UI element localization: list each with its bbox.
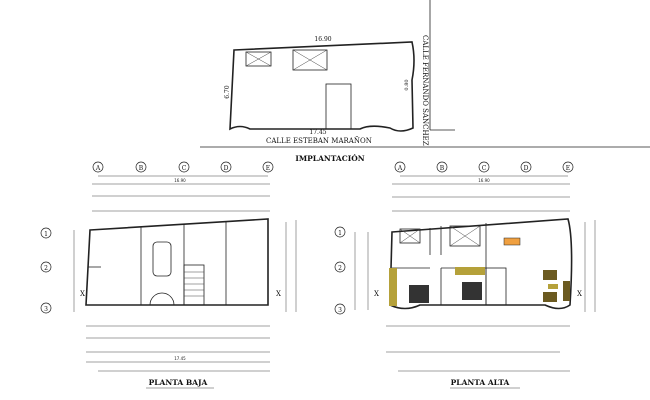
axis-d: D bbox=[220, 161, 232, 173]
site-boundary bbox=[229, 41, 415, 132]
street-right-label: CALLE FERNANDO SANCHEZ bbox=[421, 35, 429, 146]
dimension-lines bbox=[73, 175, 297, 372]
section-mark-right: X bbox=[577, 290, 582, 298]
axes-x: A B C D E bbox=[394, 161, 574, 173]
axis-b: B bbox=[436, 161, 448, 173]
street-bottom-label: CALLE ESTEBAN MARAÑON bbox=[266, 136, 372, 145]
patio bbox=[245, 51, 272, 67]
axes-x: A B C D E bbox=[92, 161, 274, 173]
section-mark-left: X bbox=[80, 290, 85, 298]
dimension-lines bbox=[354, 175, 596, 372]
dim-left: 6.70 bbox=[224, 85, 231, 99]
axis-c: C bbox=[478, 161, 490, 173]
svg-text:B: B bbox=[440, 165, 445, 172]
axis-a: A bbox=[92, 161, 104, 173]
sofa bbox=[563, 281, 570, 301]
closet-left bbox=[389, 268, 397, 306]
axis-c: C bbox=[178, 161, 190, 173]
dim-bottom: 17.45 bbox=[309, 129, 326, 136]
svg-text:B: B bbox=[139, 165, 144, 172]
svg-text:D: D bbox=[524, 165, 529, 172]
upper-floor-title: PLANTA ALTA bbox=[451, 378, 510, 387]
svg-text:C: C bbox=[482, 165, 487, 172]
axis-1: 1 bbox=[334, 226, 346, 238]
building-outline bbox=[389, 218, 573, 310]
svg-text:E: E bbox=[266, 165, 270, 172]
building-outline bbox=[85, 218, 269, 306]
axes-y: 1 2 3 bbox=[40, 227, 52, 314]
section-mark-left: X bbox=[374, 290, 379, 298]
axis-2: 2 bbox=[334, 261, 346, 273]
void-left bbox=[399, 228, 421, 244]
staircase bbox=[485, 267, 507, 306]
svg-text:2: 2 bbox=[338, 265, 342, 272]
garage-door bbox=[149, 292, 175, 306]
axes-y: 1 2 3 bbox=[334, 226, 346, 315]
skylight bbox=[292, 49, 328, 71]
axis-e: E bbox=[262, 161, 274, 173]
axis-b: B bbox=[135, 161, 147, 173]
site-plan-title: IMPLANTACIÓN bbox=[295, 154, 364, 163]
axis-1: 1 bbox=[40, 227, 52, 239]
ground-floor-title: PLANTA BAJA bbox=[149, 378, 208, 387]
svg-text:3: 3 bbox=[44, 306, 48, 313]
svg-text:2: 2 bbox=[44, 265, 48, 272]
axis-3: 3 bbox=[40, 302, 52, 314]
stair-core bbox=[325, 83, 352, 130]
overall-dim-top: 16.90 bbox=[478, 178, 490, 183]
svg-text:C: C bbox=[182, 165, 187, 172]
staircase bbox=[183, 264, 205, 306]
svg-text:3: 3 bbox=[338, 307, 342, 314]
void-center bbox=[449, 225, 481, 247]
column-lines bbox=[88, 222, 227, 305]
svg-text:A: A bbox=[397, 165, 403, 172]
svg-text:E: E bbox=[566, 165, 570, 172]
overall-dim-bottom: 17.45 bbox=[174, 356, 186, 361]
ground-floor-plan: A B C D E 1 2 3 16.90 17.45 bbox=[40, 161, 297, 389]
svg-text:1: 1 bbox=[44, 231, 48, 238]
axis-a: A bbox=[394, 161, 406, 173]
site-plan: 16.90 6.70 17.45 0.80 CALLE ESTEBAN MARA… bbox=[200, 0, 650, 163]
bed-left bbox=[409, 285, 429, 303]
section-mark-right: X bbox=[276, 290, 281, 298]
coffee-table bbox=[548, 284, 558, 289]
bed-center bbox=[462, 282, 482, 300]
axis-d: D bbox=[520, 161, 532, 173]
axis-2: 2 bbox=[40, 261, 52, 273]
dim-top: 16.90 bbox=[314, 36, 331, 43]
axis-e: E bbox=[562, 161, 574, 173]
svg-text:A: A bbox=[95, 165, 101, 172]
upper-floor-plan: A B C D E 1 2 3 16.90 bbox=[334, 161, 596, 389]
closet-center bbox=[455, 267, 485, 275]
axis-3: 3 bbox=[334, 303, 346, 315]
dining-table bbox=[503, 237, 521, 246]
dim-right: 0.80 bbox=[404, 79, 410, 90]
car bbox=[152, 241, 172, 277]
overall-dim-top: 16.90 bbox=[174, 178, 186, 183]
sofa bbox=[543, 270, 557, 280]
svg-text:1: 1 bbox=[338, 230, 342, 237]
sofa bbox=[543, 292, 557, 302]
svg-text:D: D bbox=[224, 165, 229, 172]
